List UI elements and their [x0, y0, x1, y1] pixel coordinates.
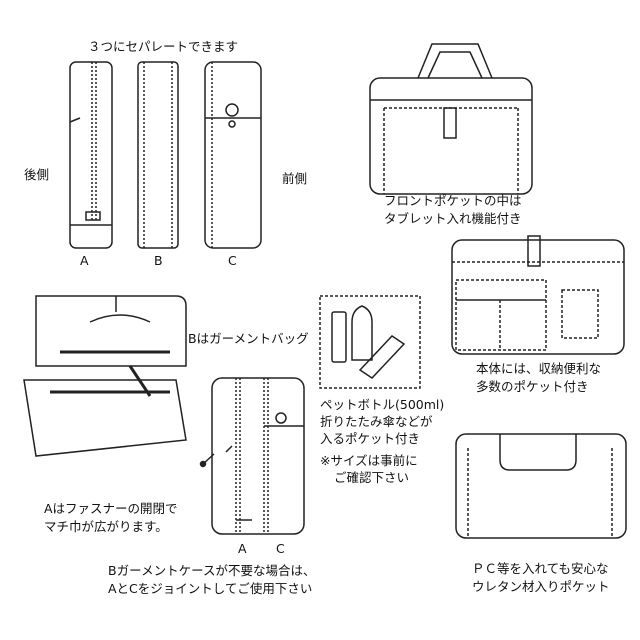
label-b: B — [154, 253, 163, 268]
pc-line1: ＰＣ等を入れても安心な — [472, 561, 609, 576]
front-side-label: 前側 — [282, 171, 308, 186]
joint-line2: AとCをジョイントしてご使用下さい — [108, 581, 313, 596]
bag-interior-pockets-illustration — [451, 235, 625, 355]
label-c: C — [228, 253, 237, 268]
front-pocket-line1: フロントポケットの中は — [384, 193, 522, 208]
body-line1: 本体には、収納便利な — [476, 361, 602, 376]
sections-a-c-joined-illustration — [199, 377, 305, 535]
section-a-top — [69, 61, 113, 249]
garment-bag-open-illustration — [23, 295, 187, 457]
bottle-line1: ペットボトル(500ml) — [320, 397, 445, 412]
note-line1: ※サイズは事前に — [320, 453, 418, 468]
bag-front-pocket-illustration — [369, 43, 533, 195]
garment-bag-text: Bはガーメントバッグ — [188, 331, 309, 346]
back-side-label: 後側 — [24, 167, 50, 182]
separate-text: ３つにセパレートできます — [88, 39, 239, 54]
pc-line2: ウレタン材入りポケット — [472, 579, 610, 594]
bottle-line3: 入るポケット付き — [320, 431, 421, 446]
label-a-joined: A — [238, 541, 247, 556]
zip-line1: Aはファスナーの開閉で — [44, 501, 178, 516]
label-c-joined: C — [276, 541, 285, 556]
bottle-umbrella-illustration — [319, 295, 421, 389]
section-b-top — [137, 61, 179, 249]
bottle-line2: 折りたたみ傘などが — [320, 414, 433, 429]
note-line2: ご確認下さい — [334, 470, 410, 485]
label-a: A — [80, 253, 89, 268]
bag-pc-pocket-illustration — [455, 433, 627, 539]
section-c-top — [204, 61, 262, 249]
joint-line1: Bガーメントケースが不要な場合は、 — [108, 563, 316, 578]
front-pocket-line2: タブレット入れ機能付き — [384, 211, 522, 226]
body-line2: 多数のポケット付き — [476, 379, 589, 394]
zip-line2: マチ巾が広がります。 — [44, 519, 168, 534]
